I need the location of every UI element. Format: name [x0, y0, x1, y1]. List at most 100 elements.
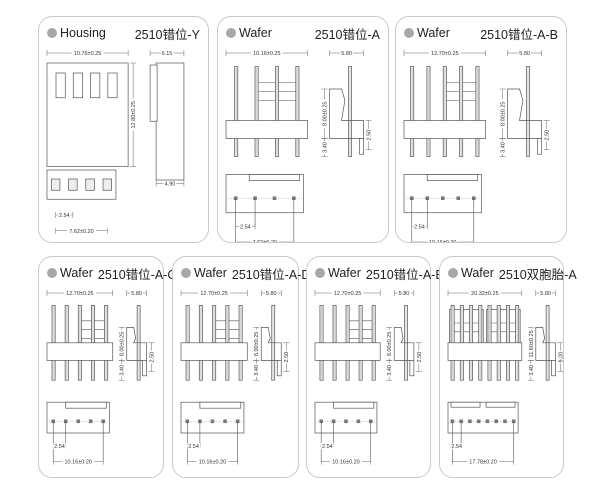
- pitch-dimension: 2.54: [59, 213, 70, 219]
- drawing-outline: [72, 72, 83, 99]
- label-bg: [253, 363, 260, 377]
- label-bg: [413, 223, 426, 230]
- pitch-dimension: 2.54: [54, 444, 65, 450]
- panel-name: Wafer: [239, 26, 272, 40]
- label-bg: [426, 239, 459, 242]
- right-dimension: 2.50: [284, 352, 290, 363]
- label-bg: [365, 128, 372, 142]
- drawing-outline: [90, 72, 101, 99]
- pitch-dimension: 2.54: [451, 444, 462, 450]
- bullet-icon: [448, 268, 458, 278]
- drawing-outline: [225, 120, 308, 139]
- label-bg: [62, 458, 95, 465]
- height-dimension: 8.00±0.25: [387, 332, 393, 356]
- label-bg: [340, 50, 353, 56]
- label-bg: [499, 99, 506, 129]
- drawing-outline: [107, 72, 118, 99]
- label-bg: [67, 227, 96, 234]
- label-bg: [163, 180, 177, 187]
- height-dimension: 8.00±0.25: [254, 332, 260, 356]
- drawing-outline: [149, 64, 158, 122]
- span-dimension: 10.16±0.20: [199, 460, 227, 466]
- drawing-outline: [65, 401, 107, 409]
- drawing-outline: [333, 401, 375, 409]
- label-bg: [283, 350, 290, 364]
- panel-model: 2510错位-A: [314, 27, 380, 42]
- right-dimension: 2.50: [545, 130, 551, 141]
- label-bg: [130, 98, 137, 131]
- drawing-outline: [449, 309, 484, 344]
- span-dimension: 7.62±0.20: [253, 240, 277, 242]
- label-bg: [557, 350, 563, 364]
- panel-name: Wafer: [417, 26, 450, 40]
- drawing-outline: [248, 174, 300, 181]
- right-dimension: 9.20: [558, 352, 563, 363]
- drawing-outline: [225, 174, 304, 214]
- label-bg: [320, 443, 334, 450]
- side-bottom-dimension: 4.90: [165, 182, 176, 188]
- label-bg: [499, 141, 506, 154]
- label-bg: [118, 363, 125, 377]
- label-bg: [428, 50, 461, 56]
- drawing-outline: [359, 138, 364, 155]
- technical-drawing: 10.76±0.2512.80±0.256.154.902.547.62±0.2…: [46, 50, 185, 235]
- pin-pad: [468, 419, 472, 424]
- drawing-outline: [155, 62, 185, 181]
- span-dimension: 17.78±0.20: [469, 460, 497, 466]
- bullet-icon: [181, 268, 191, 278]
- pitch-dimension: 2.54: [188, 444, 199, 450]
- span-dimension: 7.62±0.20: [69, 229, 93, 235]
- width-dimension: 10.16±0.25: [253, 51, 281, 57]
- label-bg: [148, 350, 155, 364]
- panel-model: 2510错位-Y: [134, 27, 200, 42]
- pin-pad: [476, 419, 481, 424]
- drawing-outline: [486, 309, 521, 344]
- drawing-outline: [142, 360, 147, 377]
- right-dimension: 2.50: [417, 352, 423, 363]
- label-bg: [187, 443, 200, 450]
- side-top-dimension: 5.80: [540, 291, 551, 297]
- width-dimension: 12.70±0.25: [66, 291, 94, 297]
- side-body-outline: [535, 327, 556, 361]
- height-dimension: 12.80±0.25: [131, 101, 137, 129]
- pitch-dimension: 2.54: [240, 224, 251, 230]
- label-bg: [264, 290, 278, 296]
- label-bg: [468, 290, 501, 296]
- width-dimension: 12.70±0.25: [431, 51, 459, 57]
- label-bg: [250, 239, 280, 242]
- bullet-icon: [315, 268, 325, 278]
- label-bg: [450, 443, 464, 450]
- pin-pad: [223, 419, 227, 424]
- lower-dimension: 3.40: [323, 142, 329, 153]
- drawing-outline: [180, 342, 248, 361]
- bullet-icon: [47, 28, 57, 38]
- drawing-outline: [450, 401, 481, 408]
- label-bg: [539, 290, 553, 296]
- side-top-dimension: 5.80: [399, 291, 410, 297]
- label-bg: [57, 212, 71, 218]
- width-dimension: 12.70±0.25: [200, 291, 228, 297]
- width-dimension: 10.76±0.25: [74, 51, 102, 57]
- bullet-icon: [404, 28, 414, 38]
- pin-pad: [88, 419, 93, 424]
- panel-name: Wafer: [194, 266, 227, 280]
- label-bg: [386, 363, 393, 377]
- pin-pad: [456, 196, 461, 201]
- drawing-outline: [50, 178, 61, 191]
- right-dimension: 2.50: [367, 130, 373, 141]
- label-bg: [198, 290, 231, 296]
- pin-pad: [344, 419, 348, 424]
- drawing-outline: [85, 178, 95, 191]
- label-bg: [329, 458, 362, 465]
- label-bg: [543, 128, 550, 142]
- bullet-icon: [47, 268, 57, 278]
- height-dimension: 11.60±0.25: [529, 330, 535, 357]
- drawing-outline: [199, 401, 242, 409]
